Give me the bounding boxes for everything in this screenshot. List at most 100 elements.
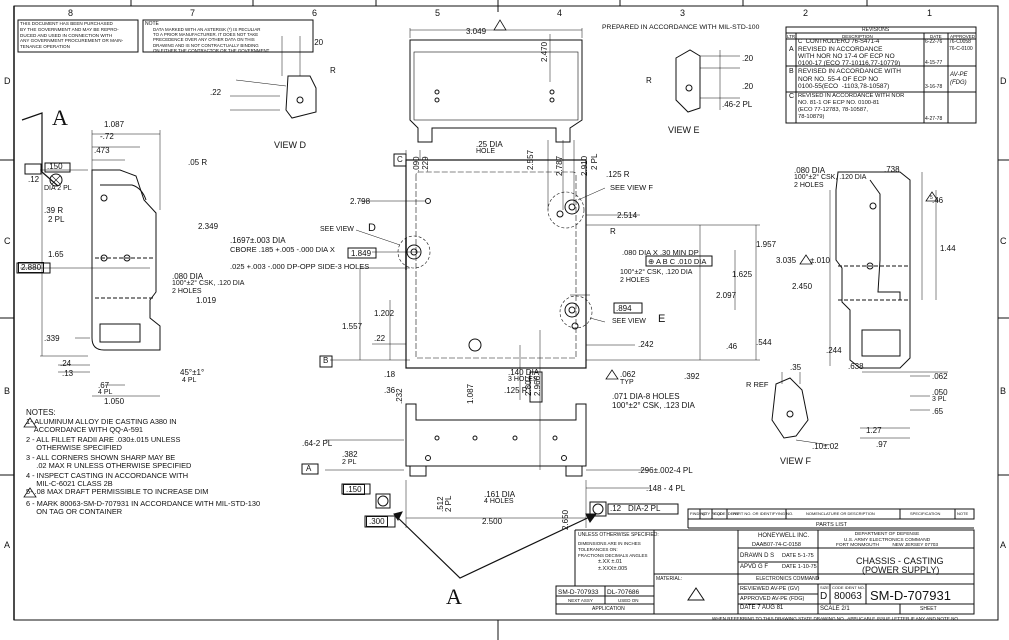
dim-2holes3: 2 HOLES [794, 182, 824, 189]
dim-127: 1.27 [866, 426, 882, 435]
dim-2880: 2.880 [18, 262, 45, 273]
dim-2holes: 2 HOLES [172, 288, 202, 295]
dim-12-dia2: .12 [610, 504, 622, 513]
application-label: APPLICATION [592, 606, 625, 612]
dim-4pl-b: 4 PL [182, 377, 197, 384]
fractions-label: FRACTIONS DECIMALS ANGLES [578, 553, 648, 558]
dim-hole: HOLE [476, 148, 496, 155]
zone-label-8: 8 [68, 8, 74, 18]
rev-header-desc: DESCRIPTION [842, 34, 873, 39]
dim-1087: 1.087 [104, 120, 125, 129]
rev-header-approved: APPROVED [950, 34, 976, 39]
dim-080-dp: .080 DIA X .30 MIN DP [622, 248, 699, 257]
dim-3049: 3.049 [466, 27, 487, 36]
datum-b-label: B [323, 356, 329, 365]
dim-r-c: R [610, 227, 616, 236]
drawn-by: DRAWN D S [740, 553, 775, 559]
dim-339: .339 [44, 334, 60, 343]
dim-1697: .1697±.003 DIA [230, 236, 286, 245]
dim-72: -.72 [100, 132, 114, 141]
dim-2787: 2.787 [555, 155, 564, 176]
prepared-note: PREPARED IN ACCORDANCE WITH MIL-STD-100 [602, 24, 760, 31]
dim-080-dia: .080 DIA [172, 272, 204, 281]
dim-1849: 1.849 [351, 249, 372, 258]
rev-row-2-ltr: B [789, 68, 794, 75]
zone-label-c-left: C [4, 236, 11, 246]
dim-392: .392 [684, 372, 700, 381]
dim-025: .025 +.003 -.000 DP-OPP SIDE-3 HOLES [230, 262, 370, 271]
dim-296: .296±.002-4 PL [638, 466, 693, 475]
dim-2798: 2.798 [350, 197, 371, 206]
dim-12-dia: .12 [28, 175, 40, 184]
zone-label-c-right: C [1000, 236, 1007, 246]
scale-value: SCALE 2/1 [820, 606, 850, 612]
rev-row-1-ltr: A [789, 46, 794, 53]
rev-row-2-desc: REVISED IN ACCORDANCE WITH NOR NO. 55-4 … [798, 68, 901, 90]
rev-row-1-desc: REVISED IN ACCORDANCE WITH NOR NO 17-4 O… [798, 46, 901, 67]
approved-by: APPROVED AV-PE (FDG) [740, 596, 805, 602]
used-on-value: DL-707686 [607, 589, 640, 596]
drawing-title-2: (POWER SUPPLY) [862, 565, 940, 575]
drawing-title-1: CHASSIS - CASTING [856, 556, 944, 566]
dim-062: .062 [620, 370, 636, 379]
dim-3holes: 3 HOLES [508, 376, 538, 383]
dim-20b: .20 [742, 54, 754, 63]
zone-label-7: 7 [190, 8, 196, 18]
view-f-label: VIEW F [780, 456, 811, 466]
dim-1625: 1.625 [732, 270, 753, 279]
dim-24: .24 [60, 359, 72, 368]
zone-label-b-right: B [1000, 386, 1007, 396]
note-6: 6 - MARK 80063-SM-D-707931 IN ACCORDANCE… [26, 499, 261, 516]
dim-2807: 2.807 [524, 375, 533, 396]
see-view-f-label: SEE VIEW F [610, 183, 653, 192]
tolerance-values: ±.XX ±.01 ±.XXX±.005 [598, 559, 628, 572]
dim-125r: .125 R [606, 170, 630, 179]
dim-2pl-a: 2 PL [48, 215, 65, 224]
see-view-d-letter: D [368, 222, 376, 234]
dim-65: .65 [932, 407, 944, 416]
note-5: 5- .08 MAX DRAFT PERMISSIBLE TO INCREASE… [26, 487, 209, 496]
dim-45: 45°±1° [180, 368, 205, 377]
dim-080-csk2: 100°±2° CSK, .120 DIA [620, 269, 693, 276]
dim-20c: .20 [742, 82, 754, 91]
zone-label-d-left: D [4, 76, 11, 86]
revisions-title: REVISIONS [862, 27, 890, 33]
dim-071-csk: 100°±2° CSK, .123 DIA [612, 401, 695, 410]
code-ident-label: CODE IDENT NO. [832, 585, 865, 590]
dim-1202: 1.202 [374, 309, 395, 318]
dim-2650: 2.650 [561, 509, 570, 530]
dim-1019: 1.019 [196, 296, 217, 305]
size-label: SIZE [820, 585, 829, 590]
dim-150b: .150 [343, 484, 365, 495]
zone-label-d-right: D [1000, 76, 1007, 86]
pl-qty: QTY REQD [702, 511, 723, 516]
dim-165: 1.65 [48, 250, 64, 259]
dim-5: 5 [930, 195, 933, 201]
dim-071: .071 DIA-8 HOLES [612, 392, 680, 401]
pl-note: NOTE [957, 511, 969, 516]
pl-part-no: PART NO. OR IDENTIFYING NO. [733, 511, 794, 516]
rev-row-3-desc: REVISED IN ACCORDANCE WITH NOR NO. 81-1 … [798, 93, 905, 120]
datum-a-label: A [306, 464, 312, 473]
section-a-lower: A [446, 584, 462, 609]
rev-row-2-appr: AV-PE (FDG) [950, 72, 968, 86]
rev-row-3-date: 4-27-78 [925, 116, 943, 122]
dim-25-dia: .25 DIA [476, 140, 503, 149]
dim-2holes2: 2 HOLES [620, 277, 650, 284]
view-d-label: VIEW D [274, 140, 307, 150]
zone-label-4: 4 [557, 8, 563, 18]
apvd-date: DATE 1-10-75 [782, 564, 817, 570]
dim-050: .050 [932, 388, 948, 397]
dim-144: 1.44 [940, 244, 956, 253]
dim-64-2pl: .64-2 PL [302, 439, 333, 448]
dim-080-csk: 100°±2° CSK, .120 DIA [172, 280, 245, 287]
rev-row-0-appr: 76-C0058 [949, 39, 971, 45]
dim-1557: 1.557 [342, 322, 363, 331]
zone-label-6: 6 [312, 8, 318, 18]
dim-010: ±.010 [810, 256, 830, 265]
zone-label-a-left: A [4, 540, 11, 550]
dim-2097: 2.097 [716, 291, 737, 300]
dim-2910: 2.910 [580, 155, 589, 176]
footer-note: WHEN REFERRING TO THIS DRAWING STATE DRA… [712, 616, 960, 621]
